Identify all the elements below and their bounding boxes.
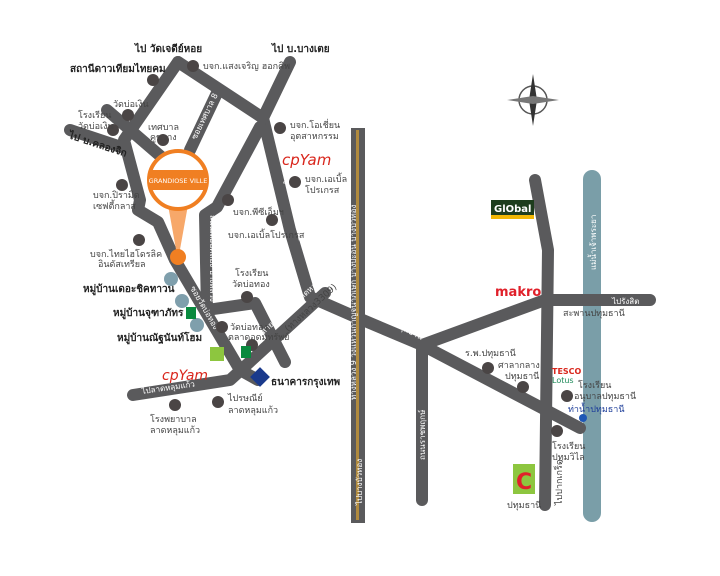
poi-dots	[107, 60, 573, 437]
place-saengcharoen: บจก.แสงเจริญ ฮอกคิพ	[203, 61, 290, 72]
label-soi-thetsaban-8: ซอยเทศบาล 8	[190, 92, 220, 141]
chao-phraya-river	[583, 170, 601, 522]
bigc-small-icon	[210, 347, 224, 361]
place-school-bo-thong-2: วัดบ่อทอง	[232, 280, 270, 290]
bangkok-bank-icon	[250, 367, 270, 387]
road-pathum-diagonal	[416, 339, 586, 434]
road-to-rangsit	[416, 294, 656, 351]
place-city-hall-1: ศาลากลาง	[498, 361, 540, 371]
road-lat-lum-kaeo	[127, 287, 331, 401]
cpram-logo-top: cpYam	[282, 151, 331, 169]
seven-eleven-icon	[241, 346, 251, 358]
place-thetsaban-2: คูขวาง	[150, 133, 177, 143]
label-to-pak-kret: ไปปากเกร็ด	[552, 459, 565, 506]
place-village-2: หมู่บ้านจุฑาภัทร	[113, 307, 184, 320]
place-thetsaban-1: เทศบาล	[148, 123, 179, 133]
lotus-logo: Lotus	[552, 376, 574, 385]
place-bigc-pathum: ปทุมธานี	[507, 500, 541, 511]
place-school-anuban-2: อนุบาลปทุมธานี	[574, 391, 636, 402]
label-to-bang-toei: ไป บ.บางเตย	[271, 42, 330, 55]
place-school-pathum-1: โรงเรียน	[552, 441, 585, 452]
place-bridge: สะพานปทุมธานี	[563, 308, 625, 319]
seven-eleven-icon	[186, 307, 196, 319]
global-house-logo	[491, 200, 534, 219]
place-bangkok-bank: ธนาคารกรุงเทพ	[271, 377, 341, 388]
place-post-2: ลาดหลุมแก้ว	[228, 405, 278, 416]
place-wat-bo-ngoen: วัดบ่อเงิน	[113, 99, 149, 110]
place-hospital-2: ลาดหลุมแก้ว	[150, 425, 200, 436]
bigc-logo-text: C	[516, 470, 532, 495]
place-ocean-1: บจก.โอเชี่ยน	[290, 118, 340, 131]
place-pirami-2: เซฟตี้กลาส	[93, 199, 136, 212]
place-able-1: บจก.เอเบิ้ล	[305, 172, 347, 185]
global-house-text: GlObal	[494, 204, 531, 215]
place-wat-bo-thong: วัดบ่อทอง	[230, 323, 268, 333]
grandiose-ville-marker: GRANDIOSE VILLE	[147, 149, 209, 265]
place-pirami-1: บจก.ปิรามิด	[93, 190, 140, 201]
roads	[64, 56, 656, 523]
place-village-1: หมู่บ้านเดอะชิคทาวน์	[83, 283, 175, 296]
label-to-wat-chedi-hoi: ไป วัดเจดีย์หอย	[134, 42, 202, 55]
place-pier: ท่าน้ำปทุมธานี	[568, 402, 624, 415]
place-thai-hydro-2: อินดัสเทรียล	[98, 259, 146, 270]
road-pak-kret	[529, 174, 554, 511]
place-thaicom: สถานีดาวเทียมไทยคม	[70, 62, 166, 75]
place-hospital-1: โรงพยาบาล	[150, 414, 197, 425]
road-bang-toei	[257, 56, 296, 124]
highway-stripe	[356, 130, 359, 520]
road-soi-thetsaban-8	[184, 87, 223, 156]
tesco-logo: TESCO	[552, 367, 582, 376]
bigc-logo	[513, 464, 535, 494]
label-highway-9: ทางหลวง 9 วงแหวนกาญจนาภิเษก บางปะอิน บาง…	[349, 205, 358, 400]
place-pathum-hospital: ร.พ.ปทุมธานี	[465, 348, 516, 359]
road-khu-kwang	[199, 121, 291, 368]
global-house-stripe	[491, 215, 534, 219]
road-east	[172, 56, 428, 351]
project-logo: GRANDIOSE VILLE	[149, 177, 208, 185]
place-school-bo-ngoen-1: โรงเรียน	[78, 110, 111, 121]
road-khlong-chik	[64, 124, 130, 154]
label-ratchaphruek: ถนนราชพฤกษ์	[417, 410, 427, 460]
place-school-bo-ngoen-2: วัดบ่อเงิน	[78, 121, 114, 132]
village-home-icons	[164, 272, 204, 332]
cpram-logo-bottom: cpYam	[162, 368, 208, 384]
label-to-rangsit: ไปรังสิต	[611, 297, 639, 306]
place-school-pathum-2: ปทุมวิไล	[552, 452, 585, 463]
pier-marker	[579, 414, 587, 422]
label-khu-kwang: ถนนเลียบคลอง บางหลวง	[208, 215, 217, 302]
place-able-2: โปรเกรส	[305, 185, 340, 196]
place-able-progress: บจก.เอเบิ้ลโปรเกรส	[228, 228, 305, 241]
place-pcm: บจก.พีซีเอ็มฯ	[233, 205, 284, 218]
place-city-hall-2: ปทุมธานี	[505, 371, 539, 382]
compass-icon	[507, 74, 559, 126]
place-village-3: หมู่บ้านณัฐนันท์โฮม	[117, 331, 202, 345]
makro-logo: makro	[495, 285, 541, 300]
place-school-bo-thong-1: โรงเรียน	[235, 268, 268, 279]
place-ocean-2: อุตสาหกรรม	[290, 132, 339, 142]
label-to-bang-bua-thong: ไปบางบัวทอง	[355, 459, 364, 506]
river-label: แม่น้ำเจ้าพระยา	[587, 215, 598, 270]
place-market: ตลาดอุดมทรัพย์	[228, 331, 289, 343]
place-thai-hydro-1: บจก.ไทยไฮโดรลิค	[90, 249, 162, 260]
place-school-anuban-1: โรงเรียน	[578, 380, 611, 391]
place-post-1: ไปรษณีย์	[227, 392, 263, 404]
